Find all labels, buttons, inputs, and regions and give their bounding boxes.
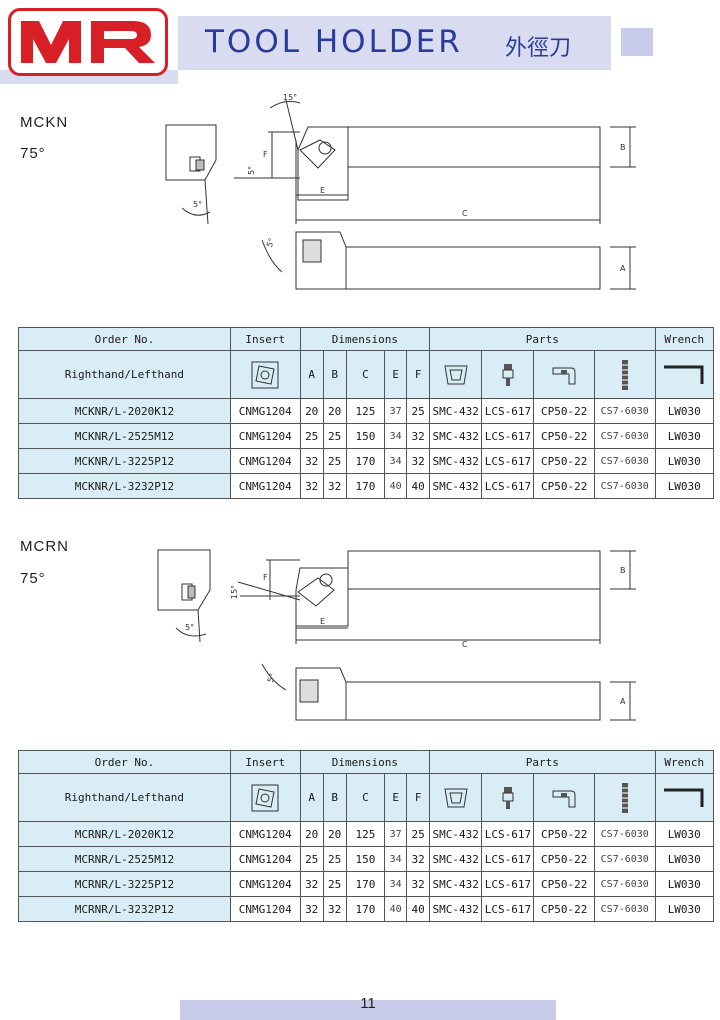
screw-icon [481, 773, 535, 822]
head-side-view [295, 667, 347, 721]
clamp-screw-icon [593, 350, 656, 399]
insert-header: Insert [229, 327, 301, 351]
dim-f-label: F [263, 573, 268, 582]
dim-a-label: A [620, 264, 626, 273]
angle-15-label: 15° [230, 585, 239, 599]
table-row: MCRNR/L-3232P12 CNMG1204 32 32 170 40 40… [18, 896, 714, 922]
header-band [178, 16, 611, 70]
insert-shape-icon [229, 350, 301, 399]
angle-5-bottom-label: 5° [265, 237, 277, 249]
end-view-outline [157, 549, 211, 611]
shank-side-view [345, 246, 601, 290]
brand-logo [8, 8, 168, 76]
page-title-chinese: 外徑刀 [505, 36, 572, 61]
table-row: MCKNR/L-2020K12 CNMG1204 20 20 125 37 25… [18, 398, 714, 424]
dim-c-header: C [345, 773, 386, 822]
end-view-outline [165, 124, 217, 181]
dim-f-header: F [406, 350, 431, 399]
header-square [621, 28, 653, 56]
dim-f-header: F [406, 773, 431, 822]
dim-c-header: C [345, 350, 386, 399]
table-row: MCRNR/L-3225P12 CNMG1204 32 25 170 34 32… [18, 871, 714, 897]
hand-label: Righthand/Lefthand [18, 350, 231, 399]
angle-15-label: 15° [283, 93, 297, 102]
logo-mr-mark [21, 21, 155, 63]
section-code: MCRN [20, 538, 69, 555]
shank-top-view [347, 126, 601, 168]
dimensions-header: Dimensions [299, 327, 431, 351]
dim-e-header: E [384, 350, 408, 399]
dim-c-label: C [462, 209, 468, 218]
section-code: MCKN [20, 114, 69, 131]
dim-a-header: A [299, 350, 324, 399]
dim-b-header: B [322, 350, 347, 399]
angle-5-side-label: 5° [247, 166, 256, 175]
dim-a-header: A [299, 773, 324, 822]
order-no-header: Order No. [18, 327, 231, 351]
dim-e-label: E [320, 617, 325, 626]
footer-band [180, 1000, 556, 1020]
dim-e-label: E [320, 186, 325, 195]
shim-icon [429, 350, 483, 399]
section-angle: 75° [20, 570, 46, 587]
head-side-view [295, 231, 347, 290]
dim-f-label: F [263, 150, 268, 159]
angle-5-bottom-label: 5° [266, 672, 278, 684]
mcrn-spec-table: Order No. Insert Dimensions Parts Wrench… [18, 750, 714, 922]
wrench-icon [654, 350, 714, 399]
order-no-header: Order No. [18, 750, 231, 774]
table-row: MCKNR/L-3232P12 CNMG1204 32 32 170 40 40… [18, 473, 714, 499]
mckn-drawing: 15° 5° 5° 5° F E C B A [165, 93, 636, 290]
angle-5-relief-label: 5° [185, 623, 194, 632]
insert-shape-icon [229, 773, 301, 822]
table-row: MCKNR/L-3225P12 CNMG1204 32 25 170 34 32… [18, 448, 714, 474]
mcrn-drawing: 15° 5° 5° F E C B A 5° [157, 549, 636, 721]
table-row: MCRNR/L-2020K12 CNMG1204 20 20 125 37 25… [18, 821, 714, 847]
dim-b-label: B [620, 143, 626, 152]
wrench-icon [654, 773, 714, 822]
page-title: TOOL HOLDER [205, 24, 463, 60]
section-angle: 75° [20, 145, 46, 162]
parts-header: Parts [429, 750, 656, 774]
head-top-view [297, 126, 349, 201]
clamp-icon [533, 350, 595, 399]
parts-header: Parts [429, 327, 656, 351]
table-row: MCKNR/L-2525M12 CNMG1204 25 25 150 34 32… [18, 423, 714, 449]
dim-c-label: C [462, 640, 468, 649]
dim-b-header: B [322, 773, 347, 822]
dim-a-label: A [620, 697, 626, 706]
shim-icon [429, 773, 483, 822]
shank-side-view [345, 681, 601, 721]
mckn-spec-table: Order No. Insert Dimensions Parts Wrench… [18, 327, 714, 499]
shank-top-view [347, 550, 601, 590]
dimensions-header: Dimensions [299, 750, 431, 774]
dim-b-label: B [620, 566, 626, 575]
table-row: MCRNR/L-2525M12 CNMG1204 25 25 150 34 32… [18, 846, 714, 872]
wrench-header: Wrench [654, 327, 714, 351]
screw-icon [481, 350, 535, 399]
angle-5-relief-label: 5° [193, 200, 202, 209]
hand-label: Righthand/Lefthand [18, 773, 231, 822]
insert-header: Insert [229, 750, 301, 774]
dim-e-header: E [384, 773, 408, 822]
clamp-icon [533, 773, 595, 822]
page-number: 11 [360, 995, 376, 1012]
clamp-screw-icon [593, 773, 656, 822]
wrench-header: Wrench [654, 750, 714, 774]
